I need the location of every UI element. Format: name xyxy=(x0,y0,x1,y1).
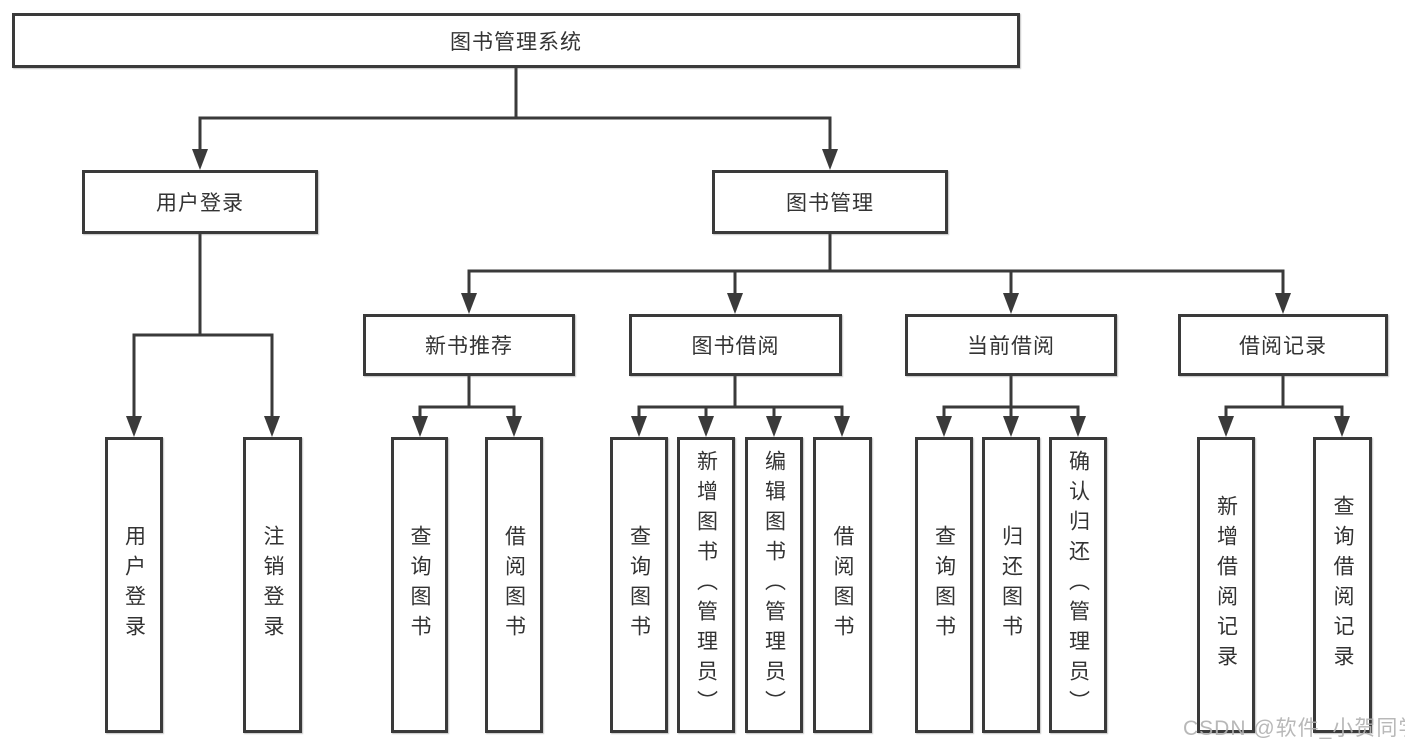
arrow-down-icon xyxy=(1218,416,1234,437)
node-borrowing-records: 借阅记录 xyxy=(1178,314,1388,376)
leaf-label: 查询图书 xyxy=(627,525,651,645)
arrow-down-icon xyxy=(822,149,838,170)
leaf-current-confirm-return-admin: 确认归还（管理员） xyxy=(1049,437,1107,733)
leaf-label: 归还图书 xyxy=(999,525,1023,645)
leaf-label: 借阅图书 xyxy=(831,525,854,645)
arrow-down-icon xyxy=(936,416,952,437)
arrow-down-icon xyxy=(834,416,850,437)
arrow-down-icon xyxy=(412,416,428,437)
leaf-label: 借阅图书 xyxy=(502,525,526,645)
leaf-label: 查询借阅记录 xyxy=(1331,495,1354,675)
leaf-records-add-record: 新增借阅记录 xyxy=(1197,437,1255,733)
arrow-down-icon xyxy=(1334,416,1350,437)
arrow-down-icon xyxy=(1070,416,1086,437)
node-current-borrowing: 当前借阅 xyxy=(905,314,1117,376)
arrow-down-icon xyxy=(264,416,280,437)
node-label: 新书推荐 xyxy=(425,335,513,358)
node-user-login: 用户登录 xyxy=(82,170,318,234)
leaf-label: 查询图书 xyxy=(408,525,431,645)
arrow-down-icon xyxy=(1275,293,1291,314)
leaf-logout: 注销登录 xyxy=(243,437,302,733)
leaf-records-query-record: 查询借阅记录 xyxy=(1313,437,1372,733)
leaf-current-query-books: 查询图书 xyxy=(915,437,973,733)
leaf-borrow-borrow-books: 借阅图书 xyxy=(813,437,872,733)
leaf-current-return-books: 归还图书 xyxy=(982,437,1040,733)
leaf-borrow-query-books: 查询图书 xyxy=(610,437,668,733)
node-label: 图书管理系统 xyxy=(450,30,582,54)
leaf-label: 确认归还（管理员） xyxy=(1066,450,1090,720)
leaf-borrow-edit-books-admin: 编辑图书（管理员） xyxy=(745,437,803,733)
leaf-label: 新增图书（管理员） xyxy=(694,450,718,720)
arrow-down-icon xyxy=(461,293,477,314)
node-label: 借阅记录 xyxy=(1239,335,1327,358)
arrow-down-icon xyxy=(1003,416,1019,437)
arrow-down-icon xyxy=(506,416,522,437)
arrow-down-icon xyxy=(698,416,714,437)
arrow-down-icon xyxy=(727,293,743,314)
node-book-management: 图书管理 xyxy=(712,170,948,234)
node-new-book-recommend: 新书推荐 xyxy=(363,314,575,376)
arrow-down-icon xyxy=(126,416,142,437)
node-label: 图书借阅 xyxy=(691,335,780,358)
arrow-down-icon xyxy=(192,149,208,170)
arrow-down-icons xyxy=(126,149,1350,437)
node-label: 用户登录 xyxy=(156,192,244,215)
leaf-label: 注销登录 xyxy=(261,525,284,645)
node-label: 图书管理 xyxy=(786,192,874,215)
arrow-down-icon xyxy=(766,416,782,437)
node-root-library-system: 图书管理系统 xyxy=(12,13,1020,68)
leaf-label: 编辑图书（管理员） xyxy=(762,450,786,720)
leaf-label: 用户登录 xyxy=(122,525,146,645)
connector-lines xyxy=(132,66,1344,432)
csdn-watermark: CSDN @软件_小贺同学 xyxy=(1183,717,1405,740)
arrow-down-icon xyxy=(631,416,647,437)
leaf-label: 新增借阅记录 xyxy=(1214,495,1238,675)
leaf-user-login: 用户登录 xyxy=(105,437,163,733)
node-book-borrowing: 图书借阅 xyxy=(629,314,842,376)
leaf-recommend-query-books: 查询图书 xyxy=(391,437,448,733)
leaf-recommend-borrow-books: 借阅图书 xyxy=(485,437,543,733)
arrow-down-icon xyxy=(1003,293,1019,314)
leaf-label: 查询图书 xyxy=(932,525,956,645)
node-label: 当前借阅 xyxy=(967,335,1055,358)
leaf-borrow-add-books-admin: 新增图书（管理员） xyxy=(677,437,735,733)
